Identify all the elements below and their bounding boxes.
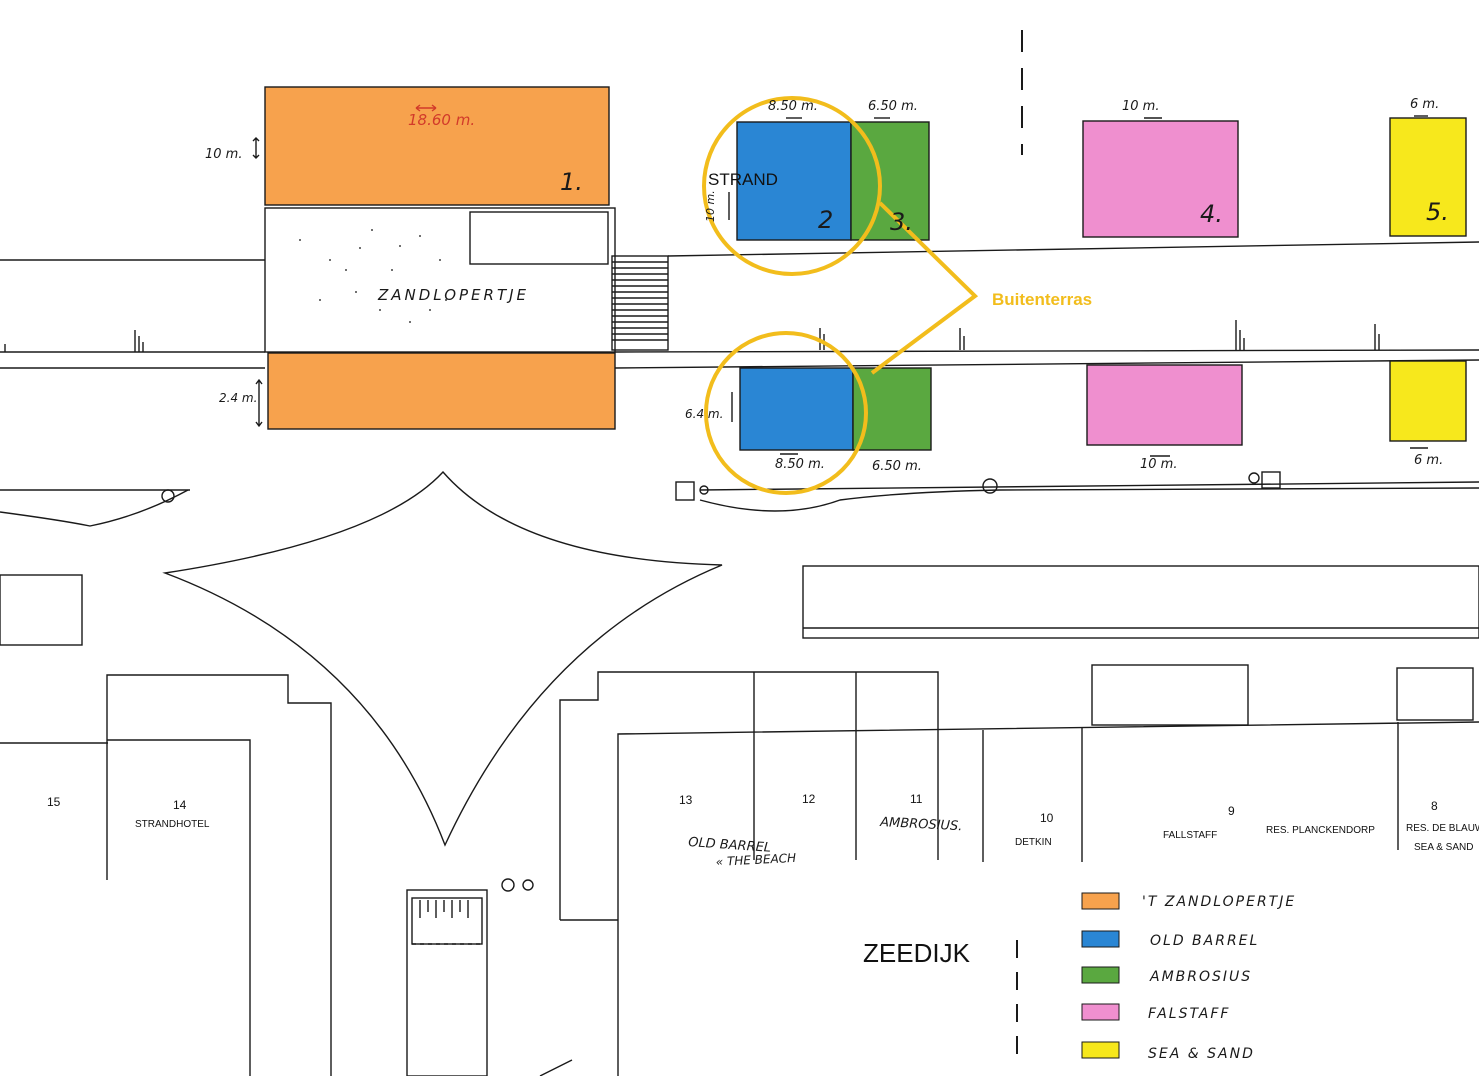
building-name-fallstaff: FALLSTAFF xyxy=(1163,830,1217,841)
dim-zone3-width: 6.50 m. xyxy=(868,99,918,114)
zone-5-lower-sea-sand[interactable] xyxy=(1389,360,1467,442)
building-number-9: 9 xyxy=(1228,804,1235,818)
sand-texture xyxy=(299,229,447,323)
dim-lower3-width: 6.50 m. xyxy=(872,459,922,474)
legend-item-zandlopertje: 'T ZANDLOPERTJE xyxy=(1081,892,1296,910)
building-name-sea-sand: SEA & SAND xyxy=(1414,842,1473,853)
dim-zone2-depth: 10 m. xyxy=(704,190,717,222)
building-number-12: 12 xyxy=(802,792,816,806)
building-number-14: 14 xyxy=(173,798,187,812)
handwritten-the-beach: « THE BEACH xyxy=(715,851,796,869)
legend-label: AMBROSIUS xyxy=(1149,969,1252,985)
zone-number-3: 3. xyxy=(890,208,913,236)
zone-number-1: 1. xyxy=(560,168,583,196)
dim-lower4-width: 10 m. xyxy=(1140,457,1177,472)
zone-5-upper-sea-sand[interactable] xyxy=(1389,117,1467,237)
callout-circle-upper xyxy=(702,96,882,276)
building-number-11: 11 xyxy=(910,792,923,806)
zone-3-upper-ambrosius[interactable] xyxy=(850,121,930,241)
legend-label: FALSTAFF xyxy=(1148,1006,1230,1022)
building-name-blauwvoet: RES. DE BLAUWV xyxy=(1406,823,1479,834)
dim-zone4-width: 10 m. xyxy=(1122,99,1159,114)
building-name-detkin: DETKIN xyxy=(1015,837,1052,848)
dim-zone1-lower-depth: 2.4 m. xyxy=(219,391,257,405)
zone-4-lower-falstaff[interactable] xyxy=(1086,364,1243,446)
legend-item-falstaff: FALSTAFF xyxy=(1081,1003,1230,1022)
building-number-10: 10 xyxy=(1040,811,1054,825)
zone-labels: 1. 2 3. 4. 5. STRAND ZANDLOPERTJE ZEEDIJ… xyxy=(377,168,1449,968)
dim-zone2-width: 8.50 m. xyxy=(768,99,818,114)
zone-2-lower-old-barrel[interactable] xyxy=(739,367,854,451)
legend-swatch-blue xyxy=(1081,930,1120,948)
building-name-strandhotel: STRANDHOTEL xyxy=(135,819,210,830)
building-number-15: 15 xyxy=(47,795,61,809)
buitenterras-callout: Buitenterras xyxy=(702,96,1092,495)
strand-label: STRAND xyxy=(708,170,778,189)
building-number-8: 8 xyxy=(1431,799,1438,813)
terrace-zones xyxy=(264,86,1467,451)
dim-lower5-width: 6 m. xyxy=(1414,453,1443,468)
legend-item-old-barrel: OLD BARREL xyxy=(1081,930,1259,949)
zone-number-5: 5. xyxy=(1426,198,1449,226)
zone-1-upper-zandlopertje[interactable] xyxy=(264,86,610,206)
zone-1-lower-zandlopertje[interactable] xyxy=(267,352,616,430)
handwritten-ambrosius: AMBROSIUS. xyxy=(879,815,963,834)
dim-lower2-depth: 6.4 m. xyxy=(685,407,723,421)
dim-lower2-width: 8.50 m. xyxy=(775,457,825,472)
dim-zone5-width: 6 m. xyxy=(1410,97,1439,112)
zone-number-2: 2 xyxy=(818,206,833,234)
legend-swatch-pink xyxy=(1081,1003,1120,1021)
plan-linework xyxy=(0,30,1479,1076)
legend-label: 'T ZANDLOPERTJE xyxy=(1142,894,1296,910)
stairs xyxy=(611,255,669,351)
handwritten-old-barrel: OLD BARREL xyxy=(688,835,772,856)
zone-number-4: 4. xyxy=(1200,200,1223,228)
legend-item-ambrosius: AMBROSIUS xyxy=(1081,966,1252,985)
legend-swatch-green xyxy=(1081,966,1120,984)
zone-2-upper-old-barrel[interactable] xyxy=(736,121,852,241)
zandlopertje-label: ZANDLOPERTJE xyxy=(377,286,529,304)
dimension-labels: 18.60 m. 10 m. 2.4 m. 8.50 m. 6.50 m. 10… xyxy=(205,97,1443,474)
dim-zone1-depth: 10 m. xyxy=(205,147,242,162)
legend-label: OLD BARREL xyxy=(1150,933,1259,949)
road-ticks xyxy=(4,320,1380,352)
building-name-planckendorp: RES. PLANCKENDORP xyxy=(1266,825,1375,836)
callout-circle-lower xyxy=(704,331,868,495)
zeedijk-label: ZEEDIJK xyxy=(863,938,971,968)
callout-leader xyxy=(870,201,979,375)
legend-item-sea-sand: SEA & SAND xyxy=(1081,1041,1255,1062)
legend: 'T ZANDLOPERTJE OLD BARREL AMBROSIUS FAL… xyxy=(1081,892,1296,1062)
building-labels: 15 14 STRANDHOTEL 13 12 11 10 DETKIN 9 F… xyxy=(47,792,1479,869)
legend-swatch-yellow xyxy=(1081,1041,1120,1059)
building-number-13: 13 xyxy=(679,793,693,807)
buitenterras-label: Buitenterras xyxy=(992,290,1092,309)
legend-swatch-orange xyxy=(1081,892,1120,910)
zone-4-upper-falstaff[interactable] xyxy=(1082,120,1239,238)
legend-label: SEA & SAND xyxy=(1148,1046,1255,1062)
dim-zone1-width: 18.60 m. xyxy=(408,111,475,129)
